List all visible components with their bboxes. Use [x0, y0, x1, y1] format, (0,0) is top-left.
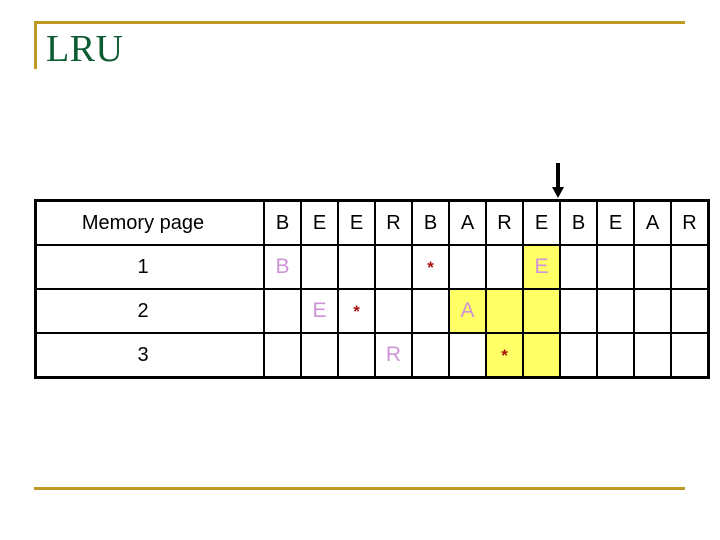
- frame-cell-r3-c7: [522, 332, 561, 379]
- reference-string-cell-6: R: [485, 199, 524, 246]
- frame-cell-r1-c1: [300, 244, 339, 290]
- down-arrow-icon: [551, 163, 565, 199]
- frame-cell-r1-c6: [485, 244, 524, 290]
- eviction-star-icon: *: [501, 345, 508, 365]
- frame-cell-r2-c2: *: [337, 288, 376, 334]
- frame-cell-r1-c11: [670, 244, 710, 290]
- page-letter: R: [385, 343, 402, 366]
- reference-string-cell-11: R: [670, 199, 710, 246]
- frame-cell-r3-c4: [411, 332, 450, 379]
- page-letter: E: [534, 255, 549, 278]
- frame-cell-r3-c0: [263, 332, 302, 379]
- frame-cell-r1-c3: [374, 244, 413, 290]
- frame-cell-r3-c8: [559, 332, 598, 379]
- frame-cell-r3-c3: R: [374, 332, 413, 379]
- frame-cell-r3-c10: [633, 332, 672, 379]
- reference-string-cell-9: E: [596, 199, 635, 246]
- footer-rule: [34, 487, 685, 490]
- frame-cell-r1-c0: B: [263, 244, 302, 290]
- frame-cell-r3-c9: [596, 332, 635, 379]
- frame-cell-r1-c2: [337, 244, 376, 290]
- frame-cell-r3-c5: [448, 332, 487, 379]
- reference-string-cell-2: E: [337, 199, 376, 246]
- frame-cell-r3-c1: [300, 332, 339, 379]
- page-letter: E: [312, 299, 327, 322]
- row-header-label: Memory page: [34, 199, 265, 246]
- table-row: 2 E * A: [34, 288, 710, 334]
- reference-string-cell-4: B: [411, 199, 450, 246]
- frame-cell-r2-c10: [633, 288, 672, 334]
- title-rule-top: [34, 21, 685, 24]
- frame-cell-r1-c8: [559, 244, 598, 290]
- frame-cell-r3-c2: [337, 332, 376, 379]
- reference-string-cell-8: B: [559, 199, 598, 246]
- page-letter: A: [460, 299, 475, 322]
- frame-cell-r2-c3: [374, 288, 413, 334]
- page-frame-label-3: 3: [34, 332, 265, 379]
- frame-cell-r2-c11: [670, 288, 710, 334]
- title-rule-left: [34, 21, 37, 69]
- frame-cell-r2-c5: A: [448, 288, 487, 334]
- frame-cell-r1-c10: [633, 244, 672, 290]
- reference-string-cell-0: B: [263, 199, 302, 246]
- frame-cell-r2-c7: [522, 288, 561, 334]
- page-title: LRU: [46, 28, 124, 70]
- frame-cell-r1-c5: [448, 244, 487, 290]
- reference-string-cell-7: E: [522, 199, 561, 246]
- frame-cell-r2-c0: [263, 288, 302, 334]
- frame-cell-r2-c6: [485, 288, 524, 334]
- eviction-star-icon: *: [427, 257, 434, 277]
- reference-string-cell-5: A: [448, 199, 487, 246]
- reference-string-cell-10: A: [633, 199, 672, 246]
- page-letter: B: [275, 255, 290, 278]
- frame-cell-r2-c8: [559, 288, 598, 334]
- reference-string-cell-1: E: [300, 199, 339, 246]
- frame-cell-r2-c4: [411, 288, 450, 334]
- frame-cell-r1-c7: E: [522, 244, 561, 290]
- frame-cell-r3-c11: [670, 332, 710, 379]
- table-row: 3 R *: [34, 332, 710, 379]
- eviction-star-icon: *: [353, 301, 360, 321]
- frame-cell-r1-c9: [596, 244, 635, 290]
- page-frame-label-1: 1: [34, 244, 265, 290]
- page-frame-label-2: 2: [34, 288, 265, 334]
- frame-cell-r2-c9: [596, 288, 635, 334]
- frame-cell-r3-c6: *: [485, 332, 524, 379]
- frame-cell-r2-c1: E: [300, 288, 339, 334]
- frame-cell-r1-c4: *: [411, 244, 450, 290]
- reference-string-cell-3: R: [374, 199, 413, 246]
